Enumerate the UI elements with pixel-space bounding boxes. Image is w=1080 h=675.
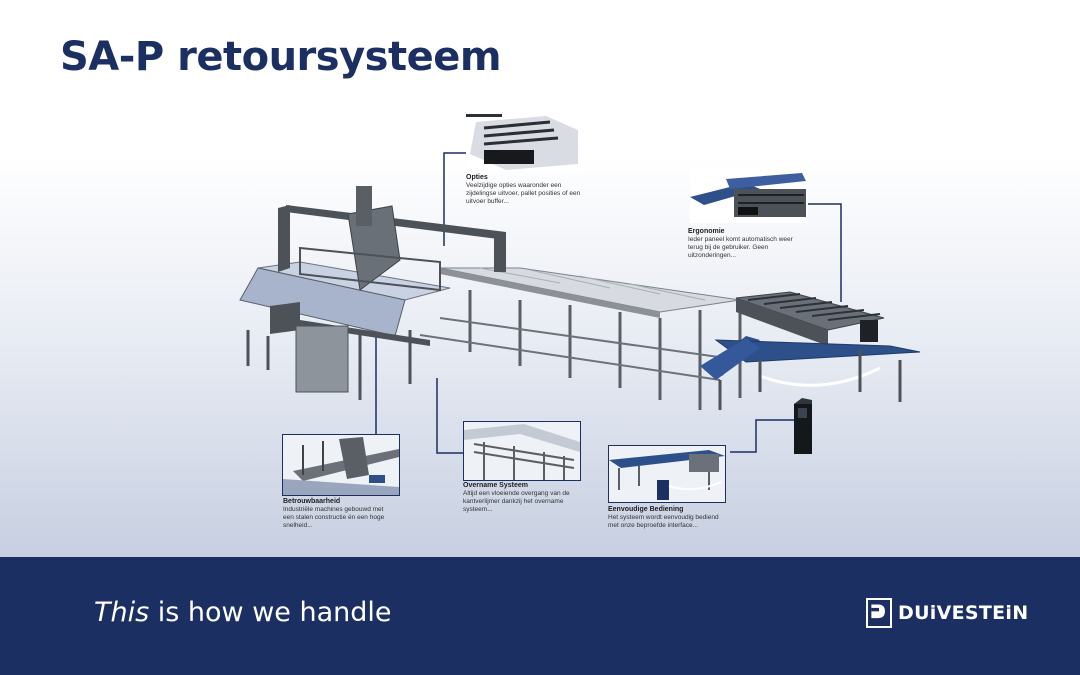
- callout-bediening-text: Het systeem wordt eenvoudig bediend met …: [608, 514, 719, 529]
- callout-overname: Overname Systeem Altijd een vloeiende ov…: [463, 481, 579, 514]
- callout-ergonomie-text: Ieder paneel komt automatisch weer terug…: [688, 236, 793, 259]
- duivestein-logo: DUiVESTEiN: [866, 598, 1028, 632]
- control-terminal: [794, 398, 812, 454]
- callout-opties: Opties Veelzijdige opties waaronder een …: [466, 173, 586, 206]
- callout-bediening-title: Eenvoudige Bediening: [608, 506, 684, 513]
- callout-overname-text: Altijd een vloeiende overgang van de kan…: [463, 490, 570, 513]
- callout-bediening: Eenvoudige Bediening Het systeem wordt e…: [608, 505, 720, 530]
- callout-opties-text: Veelzijdige opties waaronder een zijdeli…: [466, 182, 581, 205]
- tagline-italic: This: [94, 597, 150, 628]
- footer-band: This is how we handle DUiVESTEiN: [0, 557, 1080, 675]
- page-title: SA-P retoursysteem: [60, 34, 502, 80]
- callout-ergonomie-title: Ergonomie: [688, 228, 725, 235]
- tagline: This is how we handle: [94, 597, 392, 628]
- machine-illustration: [239, 152, 921, 454]
- callout-betrouwbaarheid-title: Betrouwbaarheid: [283, 498, 341, 505]
- callout-ergonomie: Ergonomie Ieder paneel komt automatisch …: [688, 227, 806, 260]
- ergonomie-thumbnail: [690, 167, 808, 223]
- gantry-loader: [239, 186, 506, 400]
- main-conveyor-table: [419, 267, 742, 410]
- callout-betrouwbaarheid-text: Industriële machines gebouwd met een sta…: [283, 506, 385, 529]
- callout-betrouwbaarheid: Betrouwbaarheid Industriële machines geb…: [283, 497, 395, 530]
- tagline-rest: is how we handle: [149, 597, 392, 628]
- bediening-thumbnail: [608, 445, 726, 503]
- logo-mark-icon: [866, 598, 892, 628]
- logo-wordmark: DUiVESTEiN: [898, 602, 1029, 624]
- betrouwbaarheid-thumbnail: [282, 434, 400, 496]
- opties-thumbnail: [466, 114, 582, 170]
- callout-overname-title: Overname Systeem: [463, 482, 528, 489]
- slide-body: SA-P retoursysteem: [0, 0, 1080, 557]
- callout-opties-title: Opties: [466, 174, 488, 181]
- overname-thumbnail: [463, 421, 581, 481]
- roller-section: [700, 291, 921, 410]
